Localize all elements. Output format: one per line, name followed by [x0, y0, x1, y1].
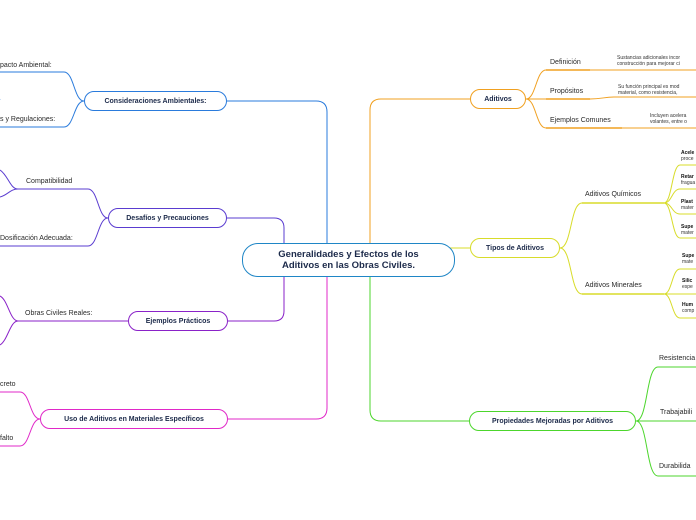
quimico-item[interactable]: Retar fragua	[681, 174, 695, 186]
subtopic-asfalto[interactable]: falto	[0, 435, 14, 442]
quimico-item[interactable]: Acele proce	[681, 150, 694, 162]
link-propiedades	[369, 277, 469, 422]
quimico-item[interactable]: Plast mater	[681, 199, 694, 211]
link-uso	[228, 277, 328, 420]
topic-ambientales-title: Consideraciones Ambientales:	[104, 97, 207, 105]
topic-tipos-title: Tipos de Aditivos	[486, 244, 544, 252]
topic-ejemplos-title: Ejemplos Prácticos	[145, 317, 211, 325]
quimico-item-name: Acele	[681, 150, 695, 156]
subtopic-obras-civiles-reales[interactable]: Obras Civiles Reales:	[25, 310, 93, 317]
propositos-detail[interactable]: Su función principal es mod material, co…	[618, 84, 679, 96]
subtopic-dosificacion[interactable]: Dosificación Adecuada:	[0, 235, 73, 242]
ejemplos-comunes-detail[interactable]: Incluyen acelera volantes, entre o	[650, 113, 687, 125]
subtopic-definicion[interactable]: Definición	[550, 59, 581, 66]
mineral-item-desc: espe	[682, 284, 693, 290]
quimico-item-desc: mater	[681, 230, 694, 236]
quimico-item-name: Plast	[681, 199, 693, 205]
ejemplos-comunes-detail-line2: volantes, entre o	[650, 119, 687, 125]
mineral-item-name: Hum	[682, 302, 694, 308]
subtopic-trabajabilidad[interactable]: Trabajabili	[660, 409, 693, 416]
quimico-item-name: Retar	[681, 174, 694, 180]
mineral-item[interactable]: Supe mate	[682, 253, 694, 265]
subtopic-concreto[interactable]: creto	[0, 381, 16, 388]
topic-uso-title: Uso de Aditivos en Materiales Específico…	[64, 415, 204, 423]
definicion-detail-line1: Sustancias adicionales incor	[617, 55, 681, 61]
topic-propiedades-title: Propiedades Mejoradas por Aditivos	[491, 417, 614, 425]
subtopic-impacto-ambiental[interactable]: pacto Ambiental:	[0, 62, 52, 69]
topic-aditivos[interactable]: Aditivos	[470, 89, 526, 109]
definicion-detail-line2: construcción para mejorar ci	[617, 61, 680, 67]
mineral-item-desc: comp	[682, 308, 695, 314]
topic-desafios-title: Desafíos y Precauciones	[126, 214, 209, 222]
topic-consideraciones-ambientales[interactable]: Consideraciones Ambientales:	[84, 91, 227, 111]
propositos-detail-line1: Su función principal es mod	[618, 84, 680, 90]
topic-tipos-de-aditivos[interactable]: Tipos de Aditivos	[470, 238, 560, 258]
link-desafios	[227, 217, 285, 243]
mineral-item[interactable]: Hum comp	[682, 302, 694, 314]
propositos-detail-line2: material, como resistencia,	[618, 90, 678, 96]
definicion-detail[interactable]: Sustancias adicionales incor construcció…	[617, 55, 680, 67]
link-ejemplos	[228, 277, 285, 322]
topic-desafios-precauciones[interactable]: Desafíos y Precauciones	[108, 208, 227, 228]
mineral-item-desc: mate	[682, 259, 694, 265]
subtopic-aditivos-minerales[interactable]: Aditivos Minerales	[585, 282, 642, 289]
subtopic-ejemplos-comunes[interactable]: Ejemplos Comunes	[550, 117, 611, 124]
link-ambientales	[227, 100, 328, 243]
quimico-item-desc: mater	[681, 205, 694, 211]
quimico-item[interactable]: Supe mater	[681, 224, 694, 236]
topic-propiedades-mejoradas[interactable]: Propiedades Mejoradas por Aditivos	[469, 411, 636, 431]
mineral-item-name: Supe	[682, 253, 695, 259]
mineral-item-name: Silic	[682, 278, 693, 284]
subtopic-normas-regulaciones[interactable]: s y Regulaciones:	[0, 116, 56, 123]
topic-uso-materiales[interactable]: Uso de Aditivos en Materiales Específico…	[40, 409, 228, 429]
central-title: Generalidades y Efectos de los Aditivos …	[278, 249, 419, 271]
quimico-item-desc: proce	[681, 156, 694, 162]
subtopic-durabilidad[interactable]: Durabilida	[659, 463, 691, 470]
central-topic[interactable]: Generalidades y Efectos de los Aditivos …	[242, 243, 455, 277]
quimico-item-name: Supe	[681, 224, 694, 230]
topic-ejemplos-practicos[interactable]: Ejemplos Prácticos	[128, 311, 228, 331]
subtopic-propositos[interactable]: Propósitos	[550, 88, 584, 95]
ejemplos-comunes-detail-line1: Incluyen acelera	[650, 113, 687, 119]
subtopic-aditivos-quimicos[interactable]: Aditivos Químicos	[585, 191, 642, 198]
topic-aditivos-title: Aditivos	[484, 95, 512, 103]
quimico-item-desc: fragua	[681, 180, 696, 186]
mineral-item[interactable]: Silic espe	[682, 278, 693, 290]
link-aditivos	[369, 98, 470, 250]
subtopic-resistencia[interactable]: Resistencia	[659, 355, 696, 362]
subtopic-compatibilidad[interactable]: Compatibilidad	[26, 178, 73, 185]
